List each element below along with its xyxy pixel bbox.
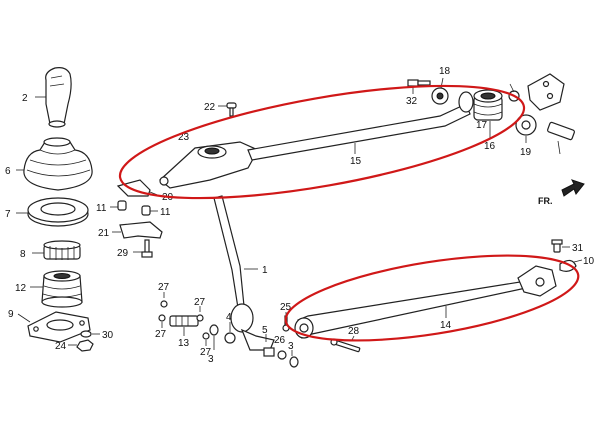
collar-11-left	[117, 200, 127, 211]
collar-11-right	[141, 205, 151, 216]
highlight-extension-rod	[284, 254, 580, 342]
callout-29: 29	[117, 248, 129, 259]
bolt-13	[169, 315, 199, 327]
highlight-shift-rod	[118, 84, 526, 200]
washer-30	[80, 330, 92, 338]
boot-ring	[27, 197, 89, 227]
callout-27d: 27	[200, 347, 212, 358]
callout-22: 22	[204, 102, 216, 113]
callout-4: 4	[226, 312, 232, 323]
callout-12: 12	[15, 283, 27, 294]
callout-18: 18	[439, 66, 451, 77]
callout-27b: 27	[155, 329, 167, 340]
nut-27b	[158, 314, 166, 322]
shift-knob	[45, 67, 72, 128]
base-plate	[27, 311, 91, 343]
shift-rod-15	[159, 103, 471, 189]
callout-8: 8	[20, 249, 26, 260]
callout-11-right: 11	[160, 207, 171, 218]
callout-2: 2	[22, 93, 28, 104]
nut-27c	[196, 314, 204, 322]
bolt-5	[263, 347, 275, 357]
callout-27a: 27	[158, 282, 170, 293]
extension-rod-14	[294, 265, 557, 339]
callout-25: 25	[280, 302, 292, 313]
callout-6: 6	[5, 166, 11, 177]
shift-boot	[23, 137, 93, 191]
callout-3a: 3	[208, 354, 214, 365]
callout-27c: 27	[194, 297, 206, 308]
callout-14: 14	[440, 320, 452, 331]
callout-15: 15	[350, 156, 362, 167]
bearing-ring	[43, 240, 81, 260]
pin-22	[226, 102, 237, 117]
grommet-18	[431, 87, 449, 105]
washer-26	[277, 350, 287, 360]
washer-3a	[209, 324, 219, 336]
callout-3b: 3	[288, 341, 294, 352]
callout-19: 19	[520, 147, 532, 158]
washer-19	[515, 114, 537, 136]
callout-26: 26	[274, 335, 286, 346]
callout-16: 16	[484, 141, 496, 152]
callout-30: 30	[102, 330, 114, 341]
ring-4	[224, 332, 236, 344]
callout-21: 21	[98, 228, 110, 239]
bushing-16	[473, 89, 503, 121]
callout-24: 24	[55, 341, 67, 352]
front-direction-arrow	[561, 179, 585, 197]
callout-10: 10	[583, 256, 595, 267]
callout-5: 5	[262, 325, 268, 336]
callout-9: 9	[8, 309, 14, 320]
front-label: FR.	[538, 196, 553, 206]
callout-28: 28	[348, 326, 360, 337]
shift-lever-1	[213, 195, 275, 351]
washer-3b	[289, 356, 299, 368]
bolt-29	[141, 239, 153, 258]
callout-13: 13	[178, 338, 190, 349]
washer-16a	[458, 91, 474, 113]
mount-bracket	[527, 73, 565, 111]
bolt-31	[551, 239, 563, 253]
nut-24	[76, 339, 94, 352]
callout-31: 31	[572, 243, 584, 254]
bracket-21	[119, 221, 163, 239]
callout-1: 1	[262, 265, 268, 276]
nut-27a	[160, 300, 168, 308]
callout-11-left: 11	[96, 203, 107, 214]
callout-32: 32	[406, 96, 418, 107]
pin-cylinder	[547, 121, 575, 141]
rubber-bushing	[41, 270, 83, 308]
callout-17: 17	[476, 120, 488, 131]
callout-23: 23	[178, 132, 190, 143]
callout-7: 7	[5, 209, 11, 220]
nut-27d	[202, 332, 210, 340]
